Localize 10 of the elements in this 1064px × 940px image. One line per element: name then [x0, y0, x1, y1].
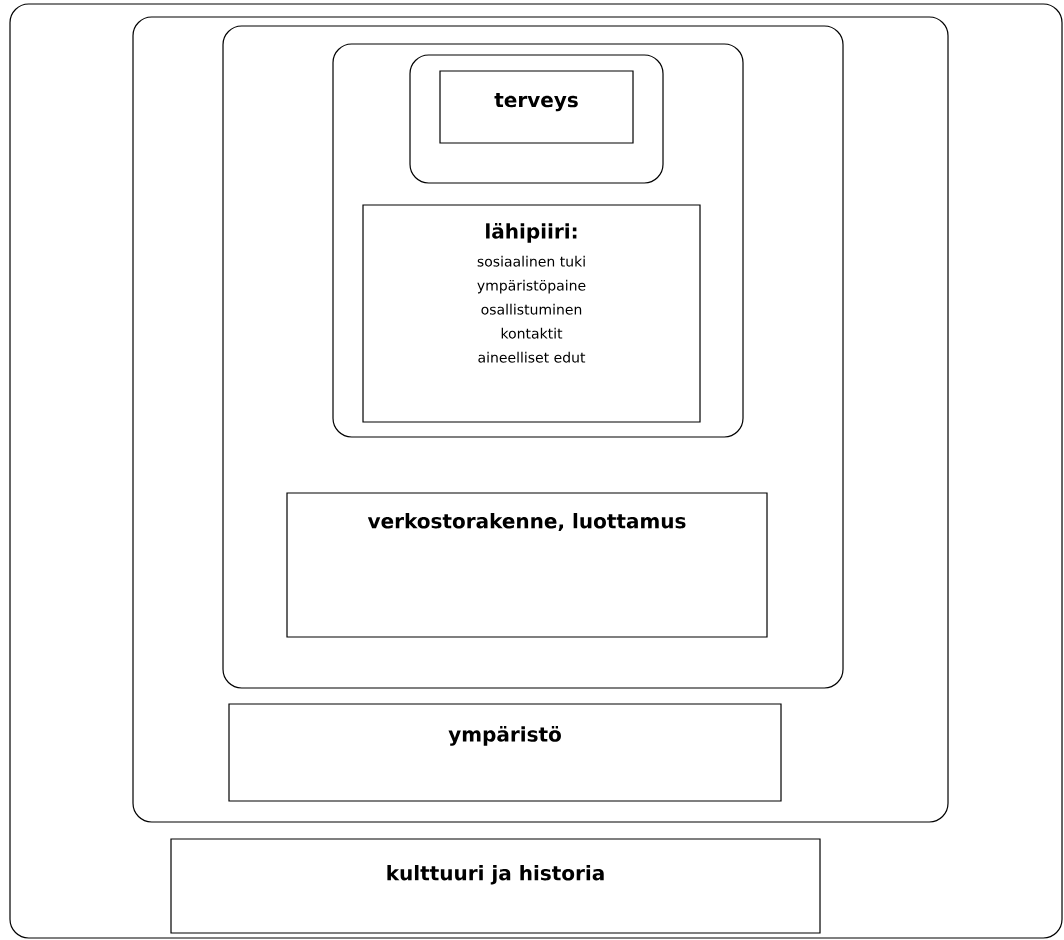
rounded-frame [222, 25, 844, 689]
text-box: lähipiiri: sosiaalinen tuki ympäristöpaine osallistuminen kontaktit aineelliset edut [362, 204, 701, 423]
rounded-frame [9, 3, 1063, 939]
rounded-frame [132, 16, 949, 823]
rounded-frame [409, 54, 664, 184]
rounded-frame [332, 43, 744, 438]
text-box: kulttuuri ja historia [170, 838, 821, 934]
text-box: verkostorakenne, luottamus [286, 492, 768, 638]
text-box: terveys [439, 70, 634, 144]
text-box: ympäristö [228, 703, 782, 802]
